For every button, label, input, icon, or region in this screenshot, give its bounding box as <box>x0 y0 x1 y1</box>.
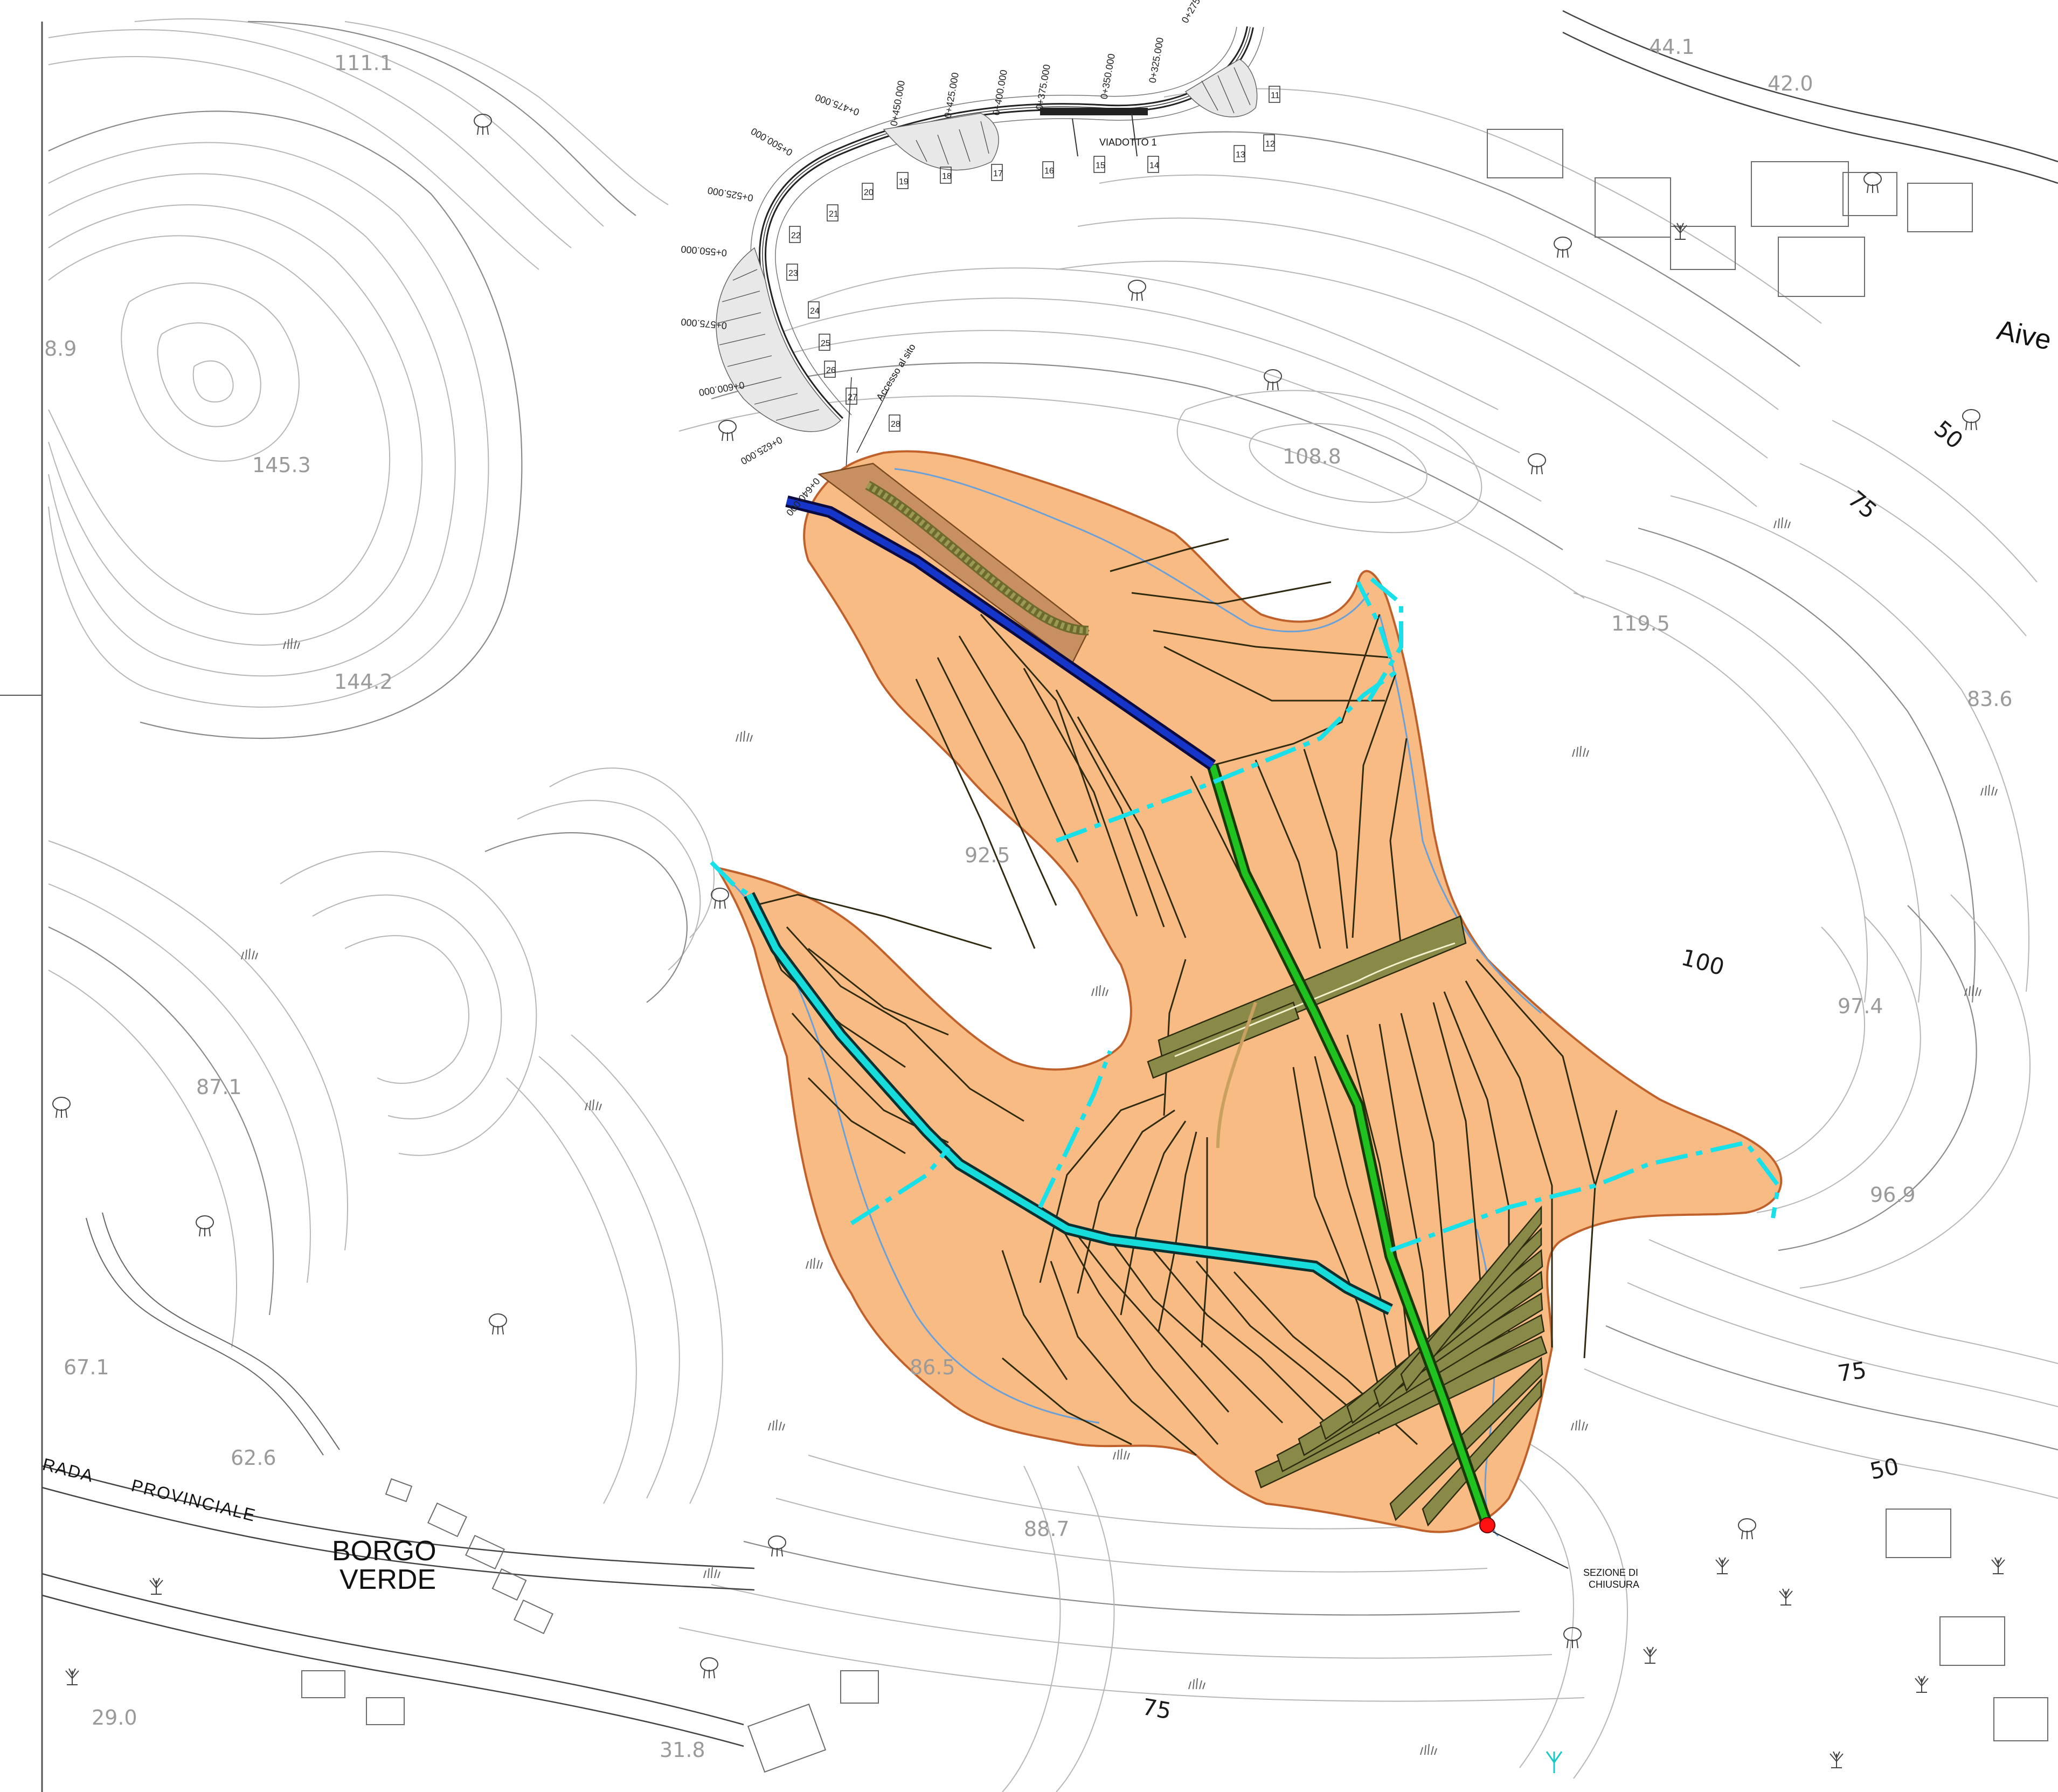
spot-height: 111.1 <box>334 51 393 75</box>
section-number: 13 <box>1236 150 1245 160</box>
spot-height: 67.1 <box>64 1355 109 1379</box>
section-number: 23 <box>788 269 798 278</box>
terraces <box>1147 915 1548 1527</box>
spot-height: 8.9 <box>44 337 77 361</box>
closure-section-label: CHIUSURA <box>1589 1579 1639 1590</box>
closure-section-label: SEZIONE DI <box>1583 1567 1638 1578</box>
spot-height: 96.9 <box>1870 1183 1916 1207</box>
section-number: 16 <box>1044 167 1054 176</box>
spot-height: 31.8 <box>660 1738 705 1762</box>
spot-height: 29.0 <box>92 1706 137 1729</box>
place-name-borgo: BORGO <box>332 1535 436 1567</box>
secondary-channel <box>744 892 1393 1315</box>
buildings <box>301 129 2048 1773</box>
section-number: 11 <box>1271 91 1280 100</box>
spot-height: 97.4 <box>1838 994 1883 1018</box>
contour-label: 75 <box>1140 1693 1173 1725</box>
place-name-verde: VERDE <box>339 1564 436 1595</box>
section-number: 19 <box>899 177 909 186</box>
upper-channel <box>785 495 1216 771</box>
spot-height: 92.5 <box>965 843 1010 867</box>
section-number: 22 <box>791 231 801 240</box>
spot-height: 145.3 <box>252 453 311 477</box>
spot-height: 86.5 <box>910 1355 955 1379</box>
closure-point-icon <box>1479 1517 1569 1569</box>
spot-height: 42.0 <box>1768 72 1813 95</box>
spot-height: 83.6 <box>1967 687 2013 711</box>
spot-height: 108.8 <box>1283 445 1341 468</box>
section-number: 27 <box>848 393 857 402</box>
section-number: 17 <box>993 169 1003 178</box>
section-number: 25 <box>821 339 830 348</box>
spot-height: 144.2 <box>334 670 393 694</box>
section-number: 12 <box>1265 140 1275 149</box>
section-number: 15 <box>1096 161 1105 170</box>
spot-height: 62.6 <box>231 1446 276 1470</box>
section-number: 20 <box>864 188 874 197</box>
sheet-frame <box>0 22 43 1792</box>
spot-height: 119.5 <box>1611 612 1670 635</box>
main-channel <box>1207 763 1493 1527</box>
section-number: 24 <box>810 307 820 316</box>
section-number: 14 <box>1149 161 1159 170</box>
road-alignment <box>716 26 1280 469</box>
contour-lines <box>48 18 2058 1792</box>
drainage-lines <box>753 538 1618 1456</box>
contour-label: 75 <box>1836 1357 1868 1387</box>
section-number: 26 <box>826 366 836 375</box>
spot-height: 88.7 <box>1024 1517 1070 1541</box>
section-number: 18 <box>942 172 952 181</box>
spot-heights: 111.1 44.1 42.0 8.9 145.3 108.8 144.2 11… <box>44 35 2013 1762</box>
spring-icon <box>1546 1751 1563 1773</box>
contour-label: 50 <box>1868 1453 1901 1485</box>
section-number: 21 <box>829 210 839 219</box>
watershed-divides <box>710 575 1781 1253</box>
spot-height: 44.1 <box>1649 35 1695 59</box>
section-number: 28 <box>891 420 900 429</box>
spot-height: 87.1 <box>196 1075 242 1099</box>
provincial-road <box>41 10 2058 1747</box>
viaduct-label: VIADOTTO 1 <box>1099 137 1157 148</box>
